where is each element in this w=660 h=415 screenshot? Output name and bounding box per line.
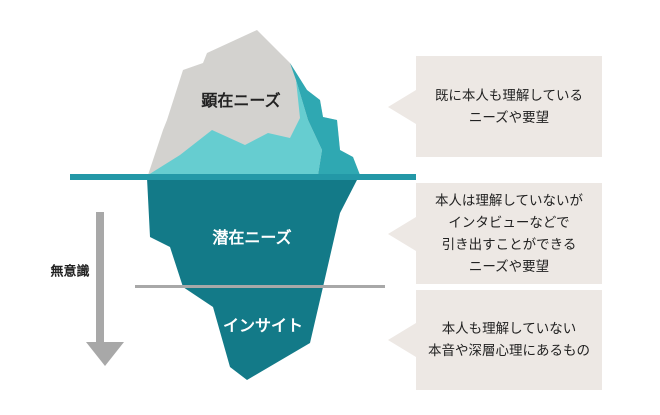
unconscious-label: 無意識 <box>50 264 90 280</box>
callout-text: 本人も理解していない 本音や深層心理にあるもの <box>428 321 590 359</box>
arrow-shaft <box>96 212 104 347</box>
callout-text: 本人は理解していないが インタビューなどで 引き出すことができる ニーズや要望 <box>434 192 584 275</box>
arrow-down-icon <box>86 342 124 366</box>
callout-text: 既に本人も理解している ニーズや要望 <box>434 87 584 126</box>
layer-label-insight: インサイト <box>222 316 304 335</box>
iceberg-tip-mid-teal <box>290 63 360 175</box>
layer-label-latent: 潜在ニーズ <box>212 228 292 247</box>
consciousness-divider <box>135 285 385 288</box>
callout-insight: 本人も理解していない 本音や深層心理にあるもの <box>388 290 602 390</box>
callout-explicit: 既に本人も理解している ニーズや要望 <box>388 56 602 157</box>
iceberg-underwater <box>147 178 358 380</box>
iceberg-tip-light-teal <box>148 80 322 175</box>
layer-label-explicit: 顕在ニーズ <box>201 91 281 110</box>
waterline <box>70 174 416 180</box>
callout-latent: 本人は理解していないが インタビューなどで 引き出すことができる ニーズや要望 <box>388 183 602 284</box>
